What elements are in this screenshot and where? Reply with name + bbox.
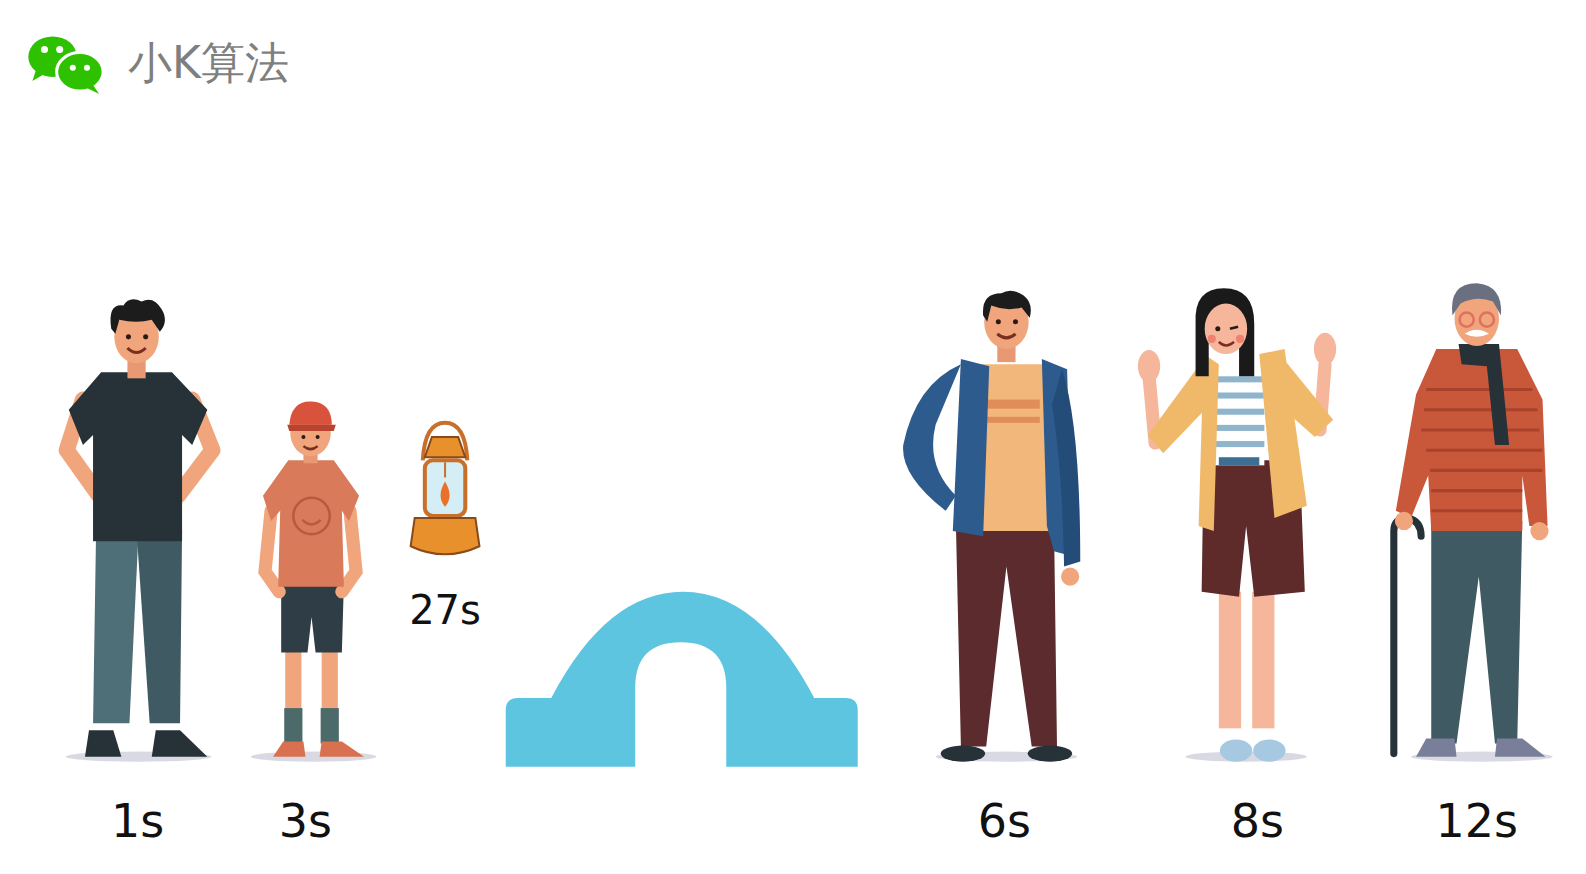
watermark-text: 小K算法 <box>128 39 289 87</box>
time-limit-label: 27s <box>409 588 481 632</box>
time-label: 1s <box>111 796 164 847</box>
wechat-logo <box>28 36 103 94</box>
person-boy <box>251 402 376 762</box>
person-jacket <box>903 291 1080 762</box>
time-label: 3s <box>279 796 332 847</box>
bridge-shape <box>506 592 858 767</box>
person-fast <box>66 299 213 762</box>
person-woman <box>1138 288 1336 761</box>
time-label: 6s <box>978 796 1031 847</box>
person-elder <box>1394 283 1553 761</box>
lantern-icon <box>411 423 480 555</box>
time-label: 12s <box>1436 796 1519 847</box>
time-label: 8s <box>1231 796 1284 847</box>
